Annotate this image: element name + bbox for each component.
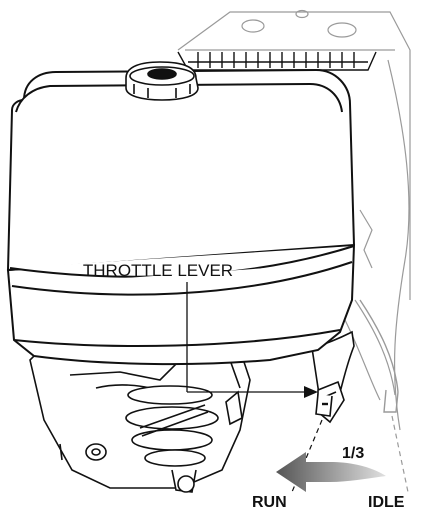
throttle-lever-idle-ghost [359, 299, 399, 413]
direction-arrow [276, 452, 386, 492]
throttle-lever-label: THROTTLE LEVER [83, 261, 233, 280]
throttle-lever-leader [186, 282, 306, 393]
idle-label: IDLE [368, 494, 405, 511]
throttle-lever [315, 393, 333, 417]
lower-engine-body [29, 349, 251, 493]
run-label: RUN [252, 494, 287, 511]
air-cleaner-housing [6, 68, 356, 366]
engine-background-outline [177, 9, 411, 431]
leader-arrowhead [304, 386, 318, 398]
fraction-label: 1/3 [342, 445, 364, 462]
cooling-fins [177, 51, 377, 71]
idle-dashed-guide [391, 415, 409, 493]
air-cleaner-cap-knob [125, 61, 199, 101]
